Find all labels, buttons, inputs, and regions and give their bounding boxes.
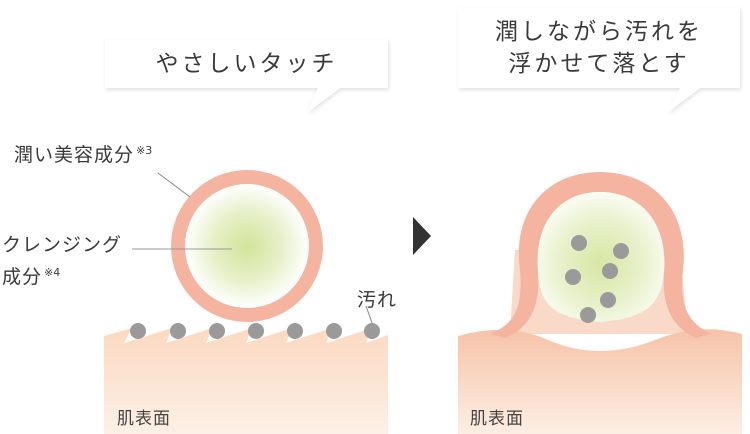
moisture-ingredient-label: 潤い美容成分※3 — [14, 144, 153, 166]
left-skin-label: 肌表面 — [117, 409, 171, 429]
right-cleansing-core — [537, 192, 665, 322]
right-skin-label: 肌表面 — [470, 409, 524, 429]
right-lifted-dirt — [565, 235, 629, 323]
left-cleansing-core — [185, 184, 309, 308]
cleansing-ingredient-label: クレンジング — [2, 234, 123, 256]
right-bubble-line-1: 潤しながら汚れを — [495, 19, 703, 45]
arrow-right-icon — [413, 217, 431, 255]
moisture-leader-line — [157, 172, 191, 198]
left-bubble-text: やさしいタッチ — [155, 51, 338, 77]
right-bubble-text: 潤しながら汚れを 浮かせて落とす — [458, 16, 740, 80]
dirt-leader-line — [365, 305, 373, 324]
left-dirt-particles — [130, 323, 380, 339]
right-moisture-membrane — [490, 172, 712, 338]
dirt-label: 汚れ — [357, 289, 398, 311]
right-skin-surface — [458, 329, 742, 434]
left-skin-surface — [104, 328, 388, 434]
cleansing-ingredient-label-2: 成分※4 — [2, 266, 61, 288]
left-speech-bubble — [105, 40, 388, 112]
right-bubble-line-2: 浮かせて落とす — [508, 51, 690, 77]
right-speech-bubble — [458, 8, 740, 112]
